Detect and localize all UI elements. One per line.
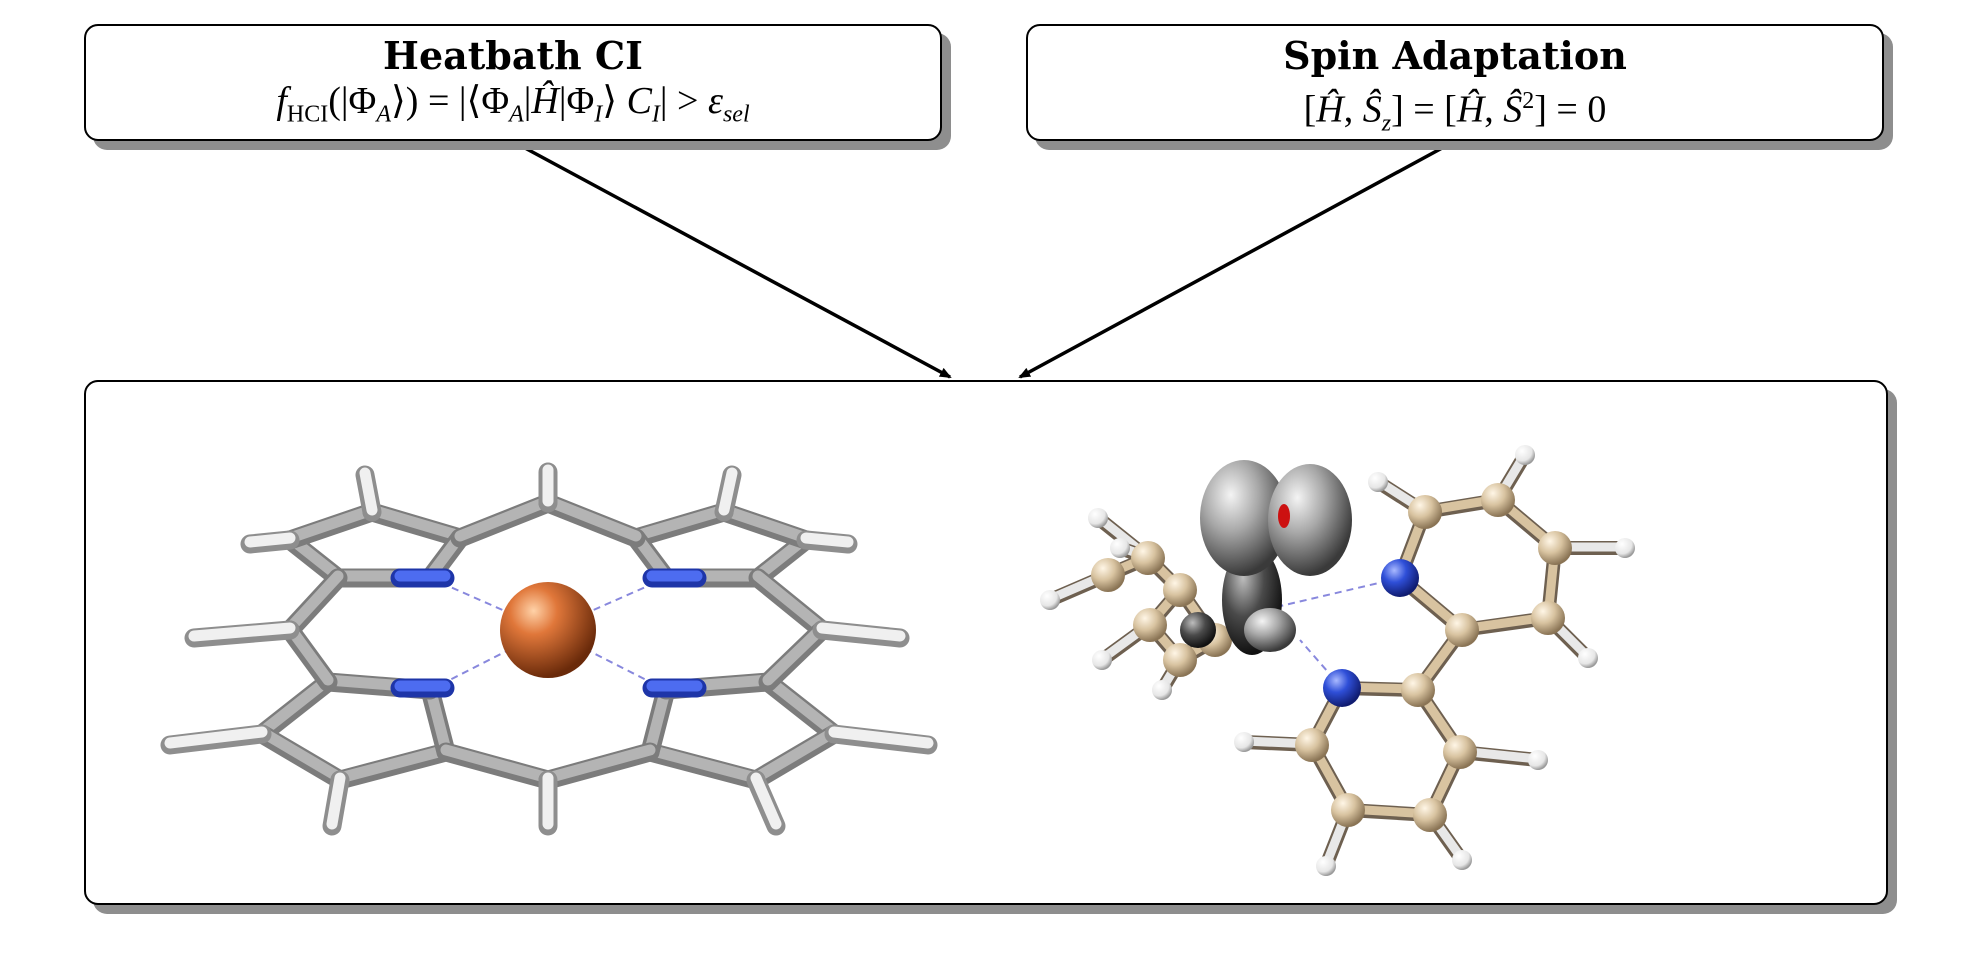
lower-ring-carbon-1: [1401, 673, 1435, 707]
upper-hydrogen-0: [1368, 472, 1388, 492]
porphyrin-ch-bond-4: [800, 532, 854, 548]
porphyrin-ch-bond-3: [718, 467, 738, 516]
porphyrin-bond-24: [752, 570, 828, 634]
porphyrin-ch-bond-0: [244, 532, 296, 548]
bipyridine-molecule: [1040, 445, 1635, 876]
lower-hydrogen-2: [1316, 856, 1336, 876]
upper-hydrogen-1: [1515, 445, 1535, 465]
upper-ring-carbon-2: [1481, 483, 1515, 517]
porphyrin-ch-bond-6: [816, 622, 906, 642]
porphyrin-ch-bond-9: [326, 772, 346, 830]
porphyrin-bond-2: [366, 504, 466, 542]
alkyl-carbon-4: [1163, 643, 1197, 677]
porphyrin-bond-10: [256, 674, 334, 738]
lower-hydrogen-0: [1528, 750, 1548, 770]
orbital-lobe-upper-right: [1268, 464, 1352, 576]
alkyl-carbon-1: [1131, 541, 1165, 575]
porphyrin-bond-7: [630, 504, 730, 542]
lower-ring-carbon-3: [1413, 798, 1447, 832]
upper-hydrogen-2: [1615, 538, 1635, 558]
porphyrin-bond-20: [454, 495, 554, 542]
alkyl-hydrogen-1: [1040, 590, 1060, 610]
lower-hydrogen-3: [1234, 732, 1254, 752]
lower-ring-carbon-5: [1295, 728, 1329, 762]
orbital-lobe-upper-left: [1200, 460, 1288, 576]
porphyrin-coordination-bond-1: [547, 577, 667, 631]
molecule-panel: [84, 380, 1888, 905]
upper-ring-carbon-3: [1538, 531, 1572, 565]
porphyrin-ch-bond-11: [750, 772, 782, 830]
lower-ring-nitrogen: [1323, 669, 1361, 707]
porphyrin-bond-17: [644, 744, 762, 784]
porphyrin-bond-6: [718, 504, 812, 544]
porphyrin-ch-bond-7: [164, 726, 268, 749]
porphyrin-coordination-bond-0: [429, 577, 549, 631]
alkyl-carbon-3: [1133, 608, 1167, 642]
porphyrin-ch-bond-5: [188, 622, 296, 642]
porphyrin-bond-12: [334, 744, 452, 784]
lower-hydrogen-1: [1452, 850, 1472, 870]
porphyrin-bond-27: [542, 744, 656, 784]
lower-ring-carbon-2: [1443, 735, 1477, 769]
upper-hydrogen-3: [1578, 648, 1598, 668]
spin-adaptation-title: Spin Adaptation: [1283, 33, 1627, 78]
porphyrin-bond-16: [750, 726, 840, 784]
porphyrin-ch-bond-1: [359, 467, 378, 516]
upper-ring-carbon-4: [1531, 601, 1565, 635]
spin-adaptation-box: Spin Adaptation [Ĥ, Ŝz] = [Ĥ, Ŝ2] = 0: [1026, 24, 1884, 141]
arrow-spin-to-panel: [1018, 139, 1456, 379]
alkyl-hydrogen-2: [1110, 538, 1130, 558]
porphyrin-bond-22: [284, 570, 344, 634]
porphyrin-bond-21: [542, 495, 642, 542]
heatbath-ci-title: Heatbath CI: [383, 33, 643, 78]
upper-ring-carbon-1: [1408, 495, 1442, 529]
orbital-lobe-lower-2: [1244, 608, 1296, 652]
alkyl-hydrogen-0: [1088, 508, 1108, 528]
alkyl-hydrogen-3: [1152, 680, 1172, 700]
porphyrin-bond-15: [762, 674, 840, 738]
metal-atom: [500, 582, 596, 678]
oxygen-atom: [1278, 504, 1290, 528]
upper-ring-nitrogen: [1381, 559, 1419, 597]
porphyrin-bond-11: [256, 726, 346, 784]
alkyl-dark-atom: [1180, 612, 1216, 648]
alkyl-carbon-0: [1091, 558, 1125, 592]
spin-adaptation-formula: [Ĥ, Ŝz] = [Ĥ, Ŝ2] = 0: [1303, 88, 1607, 137]
upper-ring-carbon-5: [1445, 613, 1479, 647]
heatbath-ci-formula: fHCI(|ΦA⟩) = |⟨ΦA|Ĥ|ΦI⟩ CI| > εsel: [276, 80, 750, 128]
bipy-hbond-1: [1299, 639, 1343, 689]
porphyrin-bond-26: [440, 744, 554, 784]
porphyrin-bond-1: [284, 504, 378, 544]
porphyrin-molecule: [160, 462, 938, 836]
alkyl-hydrogen-4: [1092, 650, 1112, 670]
arrow-heatbath-to-panel: [511, 139, 952, 379]
porphyrin-bond-25: [762, 622, 828, 686]
alkyl-carbon-2: [1163, 573, 1197, 607]
porphyrin-ch-bond-8: [828, 726, 934, 749]
lower-ring-carbon-4: [1331, 793, 1365, 827]
heatbath-ci-box: Heatbath CI fHCI(|ΦA⟩) = |⟨ΦA|Ĥ|ΦI⟩ CI| …: [84, 24, 942, 141]
